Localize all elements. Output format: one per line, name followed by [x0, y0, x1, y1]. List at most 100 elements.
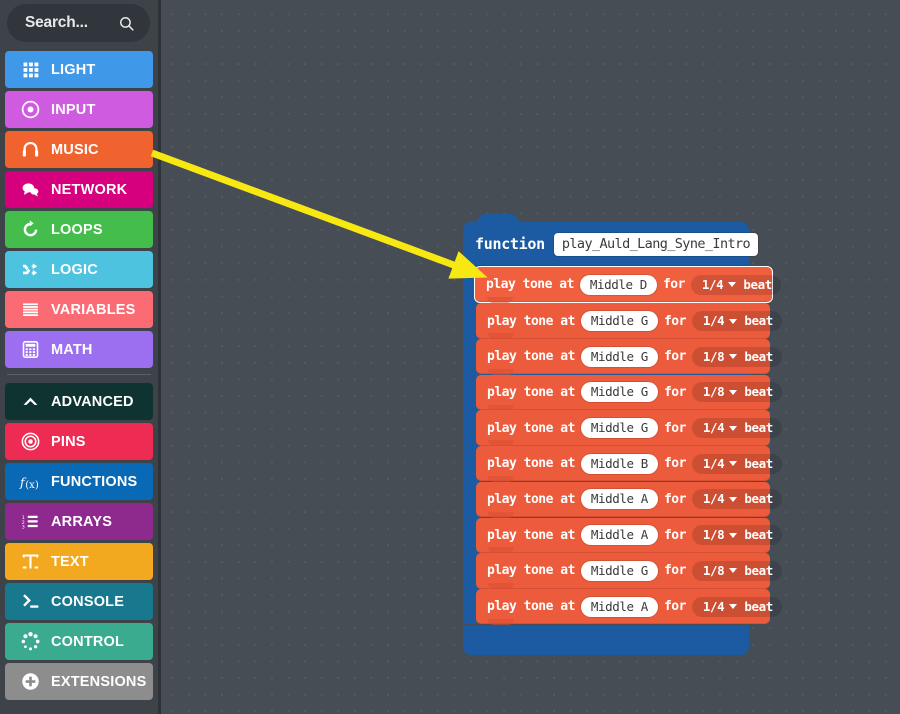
note-field[interactable]: Middle A [580, 596, 658, 617]
note-field[interactable]: Middle G [580, 311, 658, 332]
chevron-down-icon[interactable] [729, 604, 738, 610]
note-field[interactable]: Middle G [580, 382, 658, 403]
play-tone-prefix-label: play tone at [487, 349, 575, 365]
refresh-icon [18, 218, 42, 242]
grid-icon [18, 58, 42, 82]
play-tone-prefix-label: play tone at [487, 599, 575, 615]
play-tone-prefix-label: play tone at [486, 277, 574, 292]
sidebar-item-functions[interactable]: f(x)FUNCTIONS [5, 463, 153, 500]
function-block[interactable]: function play_Auld_Lang_Syne_Intro play … [463, 214, 782, 655]
play-tone-for-label: for [663, 313, 686, 329]
sidebar-item-variables[interactable]: VARIABLES [5, 291, 153, 328]
sidebar-item-label: ARRAYS [51, 513, 113, 530]
beat-unit-label: beat [744, 562, 773, 578]
svg-text:3: 3 [21, 524, 24, 530]
beat-dropdown[interactable]: 1/8 beat [691, 382, 782, 403]
play-tone-prefix-label: play tone at [487, 456, 575, 472]
beat-unit-label: beat [744, 598, 773, 614]
play-tone-for-label: for [663, 384, 686, 400]
beat-unit-label: beat [744, 384, 773, 400]
note-field[interactable]: Middle D [579, 274, 657, 295]
sidebar-item-extensions[interactable]: EXTENSIONS [5, 663, 153, 700]
svg-text:(x): (x) [25, 480, 39, 491]
beat-value-label: 1/4 [702, 491, 725, 507]
spinner-dots-icon [18, 630, 42, 654]
terminal-prompt-icon [18, 590, 42, 614]
play-tone-for-label: for [663, 420, 686, 436]
beat-value-label: 1/4 [701, 276, 724, 292]
beat-value-label: 1/8 [702, 527, 725, 543]
beat-unit-label: beat [744, 313, 773, 329]
sidebar-item-music[interactable]: MUSIC [5, 131, 153, 168]
play-tone-prefix-label: play tone at [487, 420, 575, 436]
chevron-down-icon[interactable] [729, 425, 738, 431]
sidebar-item-loops[interactable]: LOOPS [5, 211, 153, 248]
sidebar-item-label: VARIABLES [51, 301, 136, 318]
search-input[interactable]: Search... [7, 4, 150, 42]
sidebar-item-math[interactable]: MATH [5, 331, 153, 368]
sidebar-item-logic[interactable]: LOGIC [5, 251, 153, 288]
function-block-header[interactable]: function play_Auld_Lang_Syne_Intro [463, 214, 759, 266]
play-tone-prefix-label: play tone at [487, 491, 575, 507]
chevron-down-icon[interactable] [729, 532, 738, 538]
sidebar-item-text[interactable]: TEXT [5, 543, 153, 580]
beat-value-label: 1/8 [702, 384, 725, 400]
sidebar-section-divider [7, 374, 151, 375]
sidebar-item-input[interactable]: INPUT [5, 91, 153, 128]
sidebar-item-label: CONSOLE [51, 593, 125, 610]
note-field[interactable]: Middle A [580, 489, 658, 510]
sidebar-item-label: LOOPS [51, 221, 103, 238]
sidebar-item-light[interactable]: LIGHT [5, 51, 153, 88]
play-tone-prefix-label: play tone at [487, 563, 575, 579]
note-field[interactable]: Middle B [580, 453, 658, 474]
chevron-down-icon[interactable] [729, 461, 738, 467]
chevron-down-icon[interactable] [729, 568, 738, 574]
sidebar-item-label: EXTENSIONS [51, 673, 147, 690]
chevron-down-icon[interactable] [729, 496, 738, 502]
sidebar-item-label: MATH [51, 341, 93, 358]
play-tone-for-label: for [663, 456, 686, 472]
sidebar-item-control[interactable]: CONTROL [5, 623, 153, 660]
sidebar-item-console[interactable]: CONSOLE [5, 583, 153, 620]
sidebar-item-pins[interactable]: PINS [5, 423, 153, 460]
function-block-body: play tone at Middle D for 1/4 beat play tone … [463, 266, 782, 625]
sidebar-item-advanced[interactable]: ADVANCED [5, 383, 153, 420]
note-field[interactable]: Middle G [580, 560, 658, 581]
beat-dropdown[interactable]: 1/4 beat [690, 274, 781, 295]
note-field[interactable]: Middle G [580, 346, 658, 367]
search-icon[interactable] [118, 15, 135, 32]
chevron-down-icon[interactable] [729, 389, 738, 395]
function-name-field[interactable]: play_Auld_Lang_Syne_Intro [553, 232, 759, 256]
chevron-down-icon[interactable] [729, 318, 738, 324]
chevron-down-icon[interactable] [729, 354, 738, 360]
play-tone-for-label: for [663, 349, 686, 365]
note-field[interactable]: Middle A [580, 525, 658, 546]
chevron-down-icon[interactable] [728, 282, 737, 287]
note-field[interactable]: Middle G [580, 418, 658, 439]
search-placeholder-label: Search... [25, 14, 88, 31]
sidebar-item-network[interactable]: NETWORK [5, 171, 153, 208]
beat-unit-label: beat [743, 276, 772, 292]
